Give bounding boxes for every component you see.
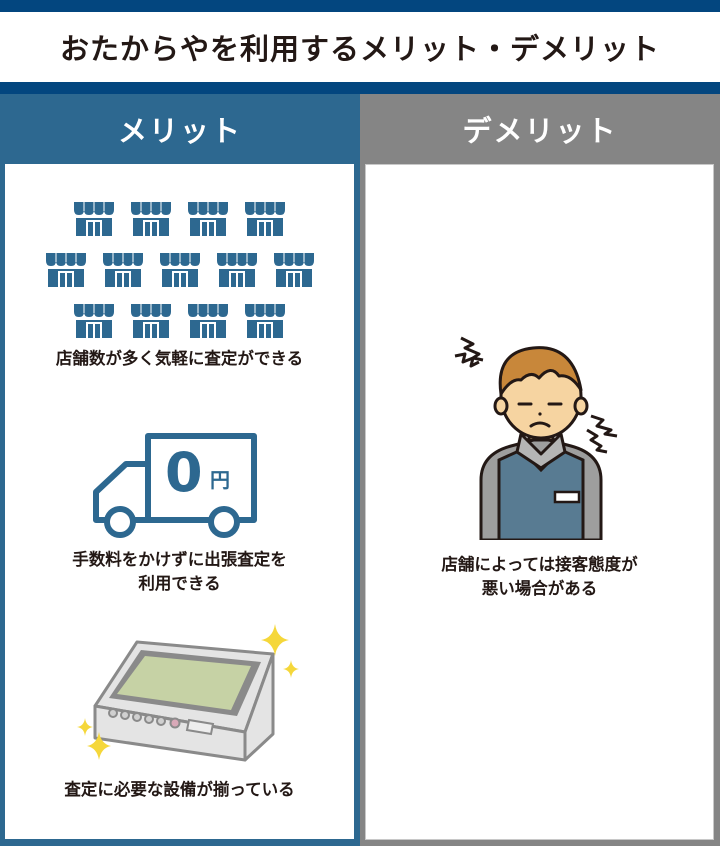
demerits-heading: デメリット — [462, 114, 618, 148]
store-icon — [131, 304, 171, 338]
top-bar — [0, 0, 720, 12]
store-icon — [103, 253, 143, 287]
merit-caption-fee-line2: 利用できる — [138, 574, 221, 593]
store-icon — [46, 253, 86, 287]
merits-panel: 店舗数が多く気軽に査定ができる 0 円 手数料をかけずに出張査定を 利用できる — [5, 164, 354, 839]
page-title: おたからやを利用するメリット・デメリット — [59, 32, 660, 66]
annoyance-marks — [454, 336, 618, 454]
store-icon — [160, 253, 200, 287]
annoyed-clerk-icon — [454, 336, 618, 540]
store-row — [5, 202, 354, 236]
store-icon — [188, 304, 228, 338]
merits-column: メリット — [0, 94, 360, 846]
appraisal-machine-icon — [77, 624, 299, 762]
demerits-column: デメリット — [360, 94, 720, 846]
store-row — [5, 304, 354, 338]
merits-heading: メリット — [117, 114, 242, 148]
delivery-truck-icon — [93, 433, 257, 538]
store-icon — [131, 202, 171, 236]
store-icon — [74, 304, 114, 338]
demerit-caption-line1: 店舗によっては接客態度が — [441, 555, 638, 574]
merit-caption-equipment: 査定に必要な設備が揃っている — [64, 780, 295, 799]
divider-bar — [0, 82, 720, 94]
store-icon — [188, 202, 228, 236]
yen-unit: 円 — [210, 468, 230, 492]
title-area: おたからやを利用するメリット・デメリット — [0, 12, 720, 82]
merit-caption-fee-line1: 手数料をかけずに出張査定を — [72, 550, 287, 569]
merit-caption-stores: 店舗数が多く気軽に査定ができる — [55, 349, 304, 368]
zero-yen-badge: 0 — [165, 441, 203, 504]
store-icon — [274, 253, 314, 287]
store-icon — [245, 304, 285, 338]
store-icon — [74, 202, 114, 236]
store-icon — [245, 202, 285, 236]
demerit-caption-line2: 悪い場合がある — [481, 579, 598, 598]
store-icon — [217, 253, 257, 287]
sparkle-icon — [77, 624, 299, 760]
stores-icon — [5, 202, 354, 355]
demerits-panel: 店舗によっては接客態度が 悪い場合がある — [365, 164, 714, 840]
store-row — [5, 253, 354, 287]
